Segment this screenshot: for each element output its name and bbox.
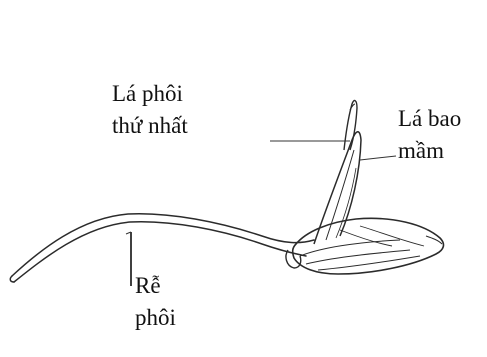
- label-first-leaf: Lá phôi thứ nhất: [112, 78, 188, 142]
- label-root-line2: phôi: [135, 302, 176, 334]
- leader-line-sheath: [360, 156, 396, 160]
- label-root-line1: Rễ: [135, 270, 176, 302]
- label-first-leaf-line2: thứ nhất: [112, 110, 188, 142]
- label-first-leaf-line1: Lá phôi: [112, 78, 188, 110]
- label-sheath-line1: Lá bao: [398, 103, 461, 135]
- label-sheath-line2: mầm: [398, 135, 461, 167]
- label-root: Rễ phôi: [135, 270, 176, 334]
- label-sheath: Lá bao mầm: [398, 103, 461, 167]
- seed: [286, 218, 443, 274]
